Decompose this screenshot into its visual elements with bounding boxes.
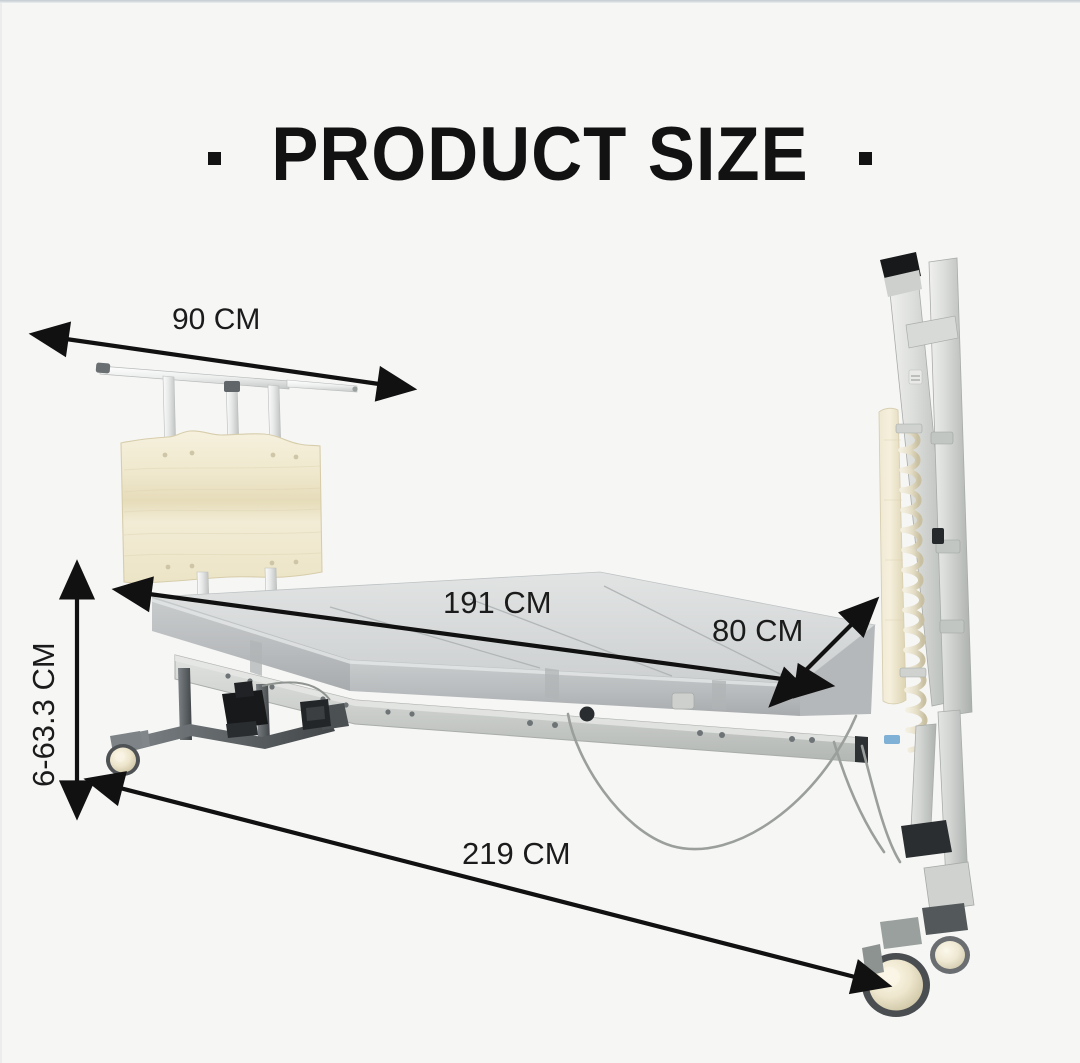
square-bullet-left-icon [208,151,222,165]
page-title: PRODUCT SIZE [271,112,809,197]
caster-wheel-left [106,731,143,776]
dimension-label-191cm: 191 CM [443,585,552,620]
dimension-label-90cm: 90 CM [172,303,261,336]
dimension-label-80cm: 80 CM [712,613,804,648]
dimension-label-height: 6-63.3 CM [26,642,61,787]
dimension-line-90cm [28,321,418,402]
dimension-arrows [28,321,893,995]
coil-cable-clamps [895,423,927,678]
frame-clamp [300,699,331,730]
dimension-line-191cm [111,576,836,699]
caster-wheel-right-rear [930,936,970,974]
square-bullet-right-icon [858,151,872,165]
footboard-panel [878,407,907,705]
dimension-label-219cm: 219 CM [462,836,571,871]
lift-mast [880,252,973,717]
headboard-panel [120,430,323,584]
dimension-line-219cm [83,771,893,995]
page-title-row: PRODUCT SIZE [0,112,1080,198]
base-frame-right [901,709,975,935]
left-border-rule [0,3,2,1063]
top-border-rule [0,0,1080,3]
frame-bracket [671,692,695,710]
right-brake-block [901,820,952,858]
dimension-line-80cm [768,596,880,708]
frame-knob [579,706,595,722]
caster-wheel-right [862,917,930,1017]
headboard-screws [162,450,299,570]
cable-connector [884,735,900,744]
